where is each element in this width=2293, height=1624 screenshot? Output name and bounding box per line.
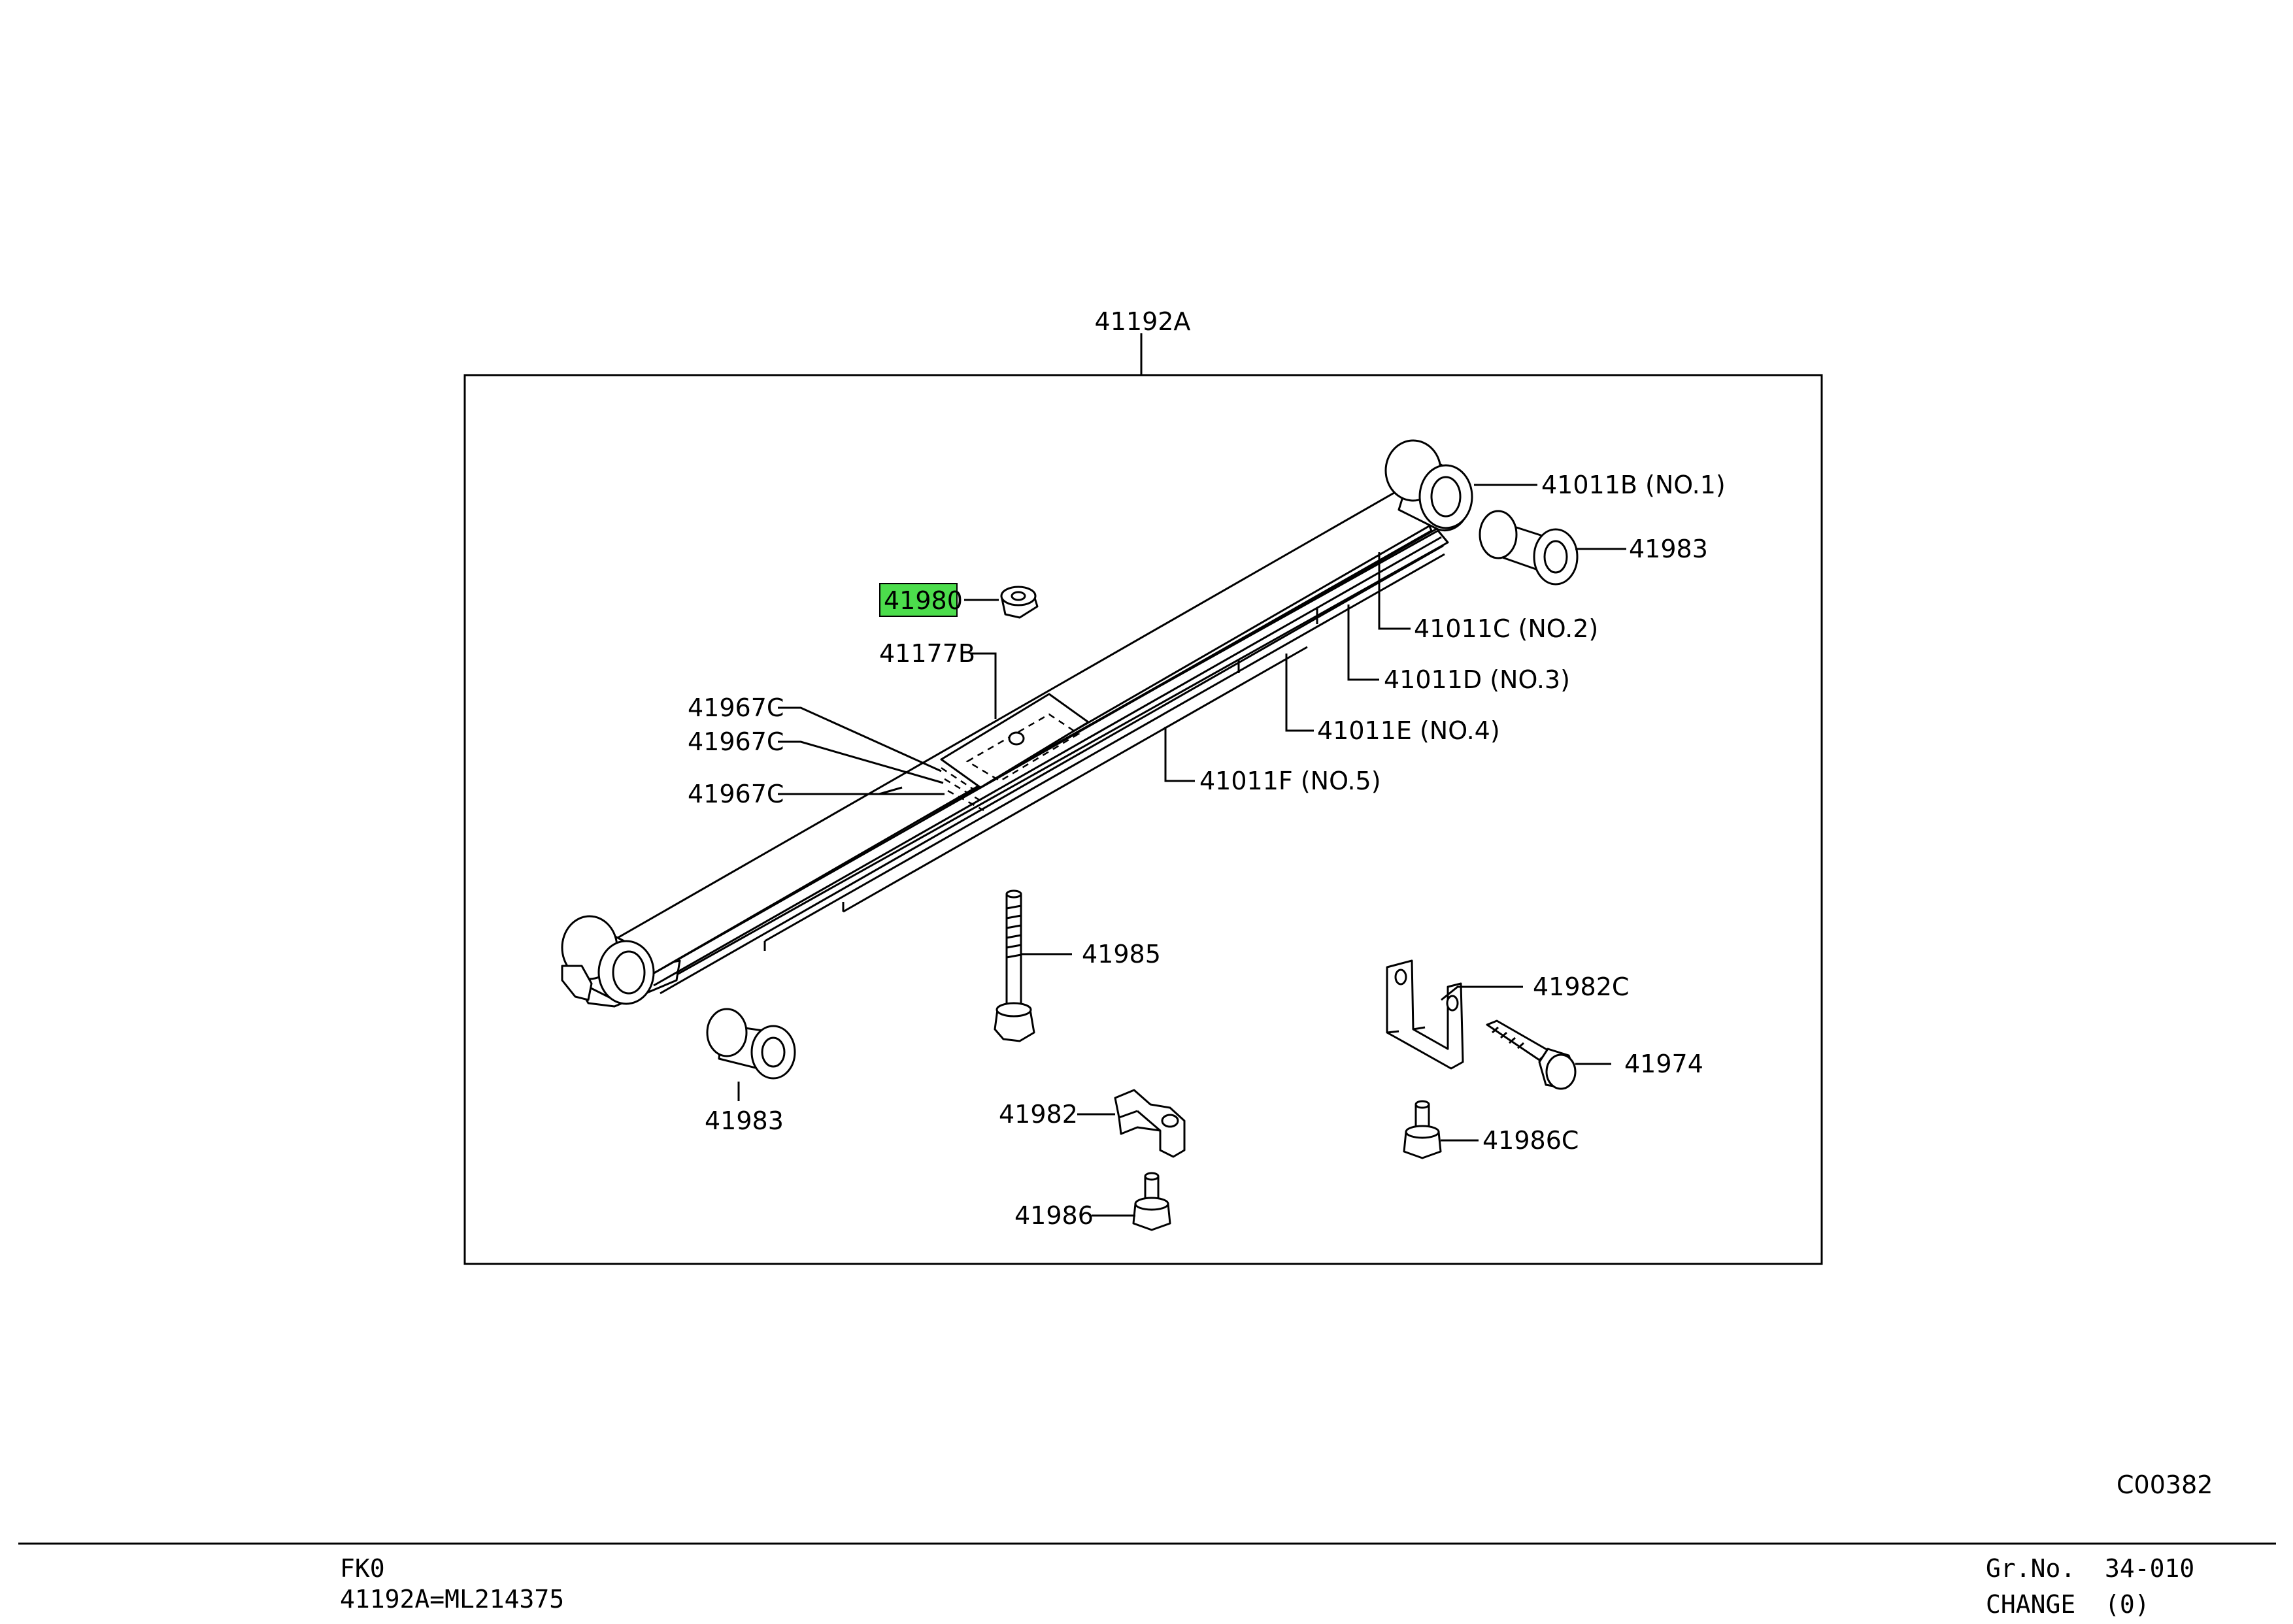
label-41982[interactable]: 41982 <box>999 1100 1078 1129</box>
footer-group-label: Gr.No. <box>1986 1554 2076 1583</box>
label-41967c-1[interactable]: 41967C <box>688 693 784 722</box>
footer-model: FK0 <box>340 1554 385 1583</box>
assembly-label[interactable]: 41192A <box>1095 307 1191 336</box>
label-41974[interactable]: 41974 <box>1624 1050 1703 1078</box>
label-41983-top[interactable]: 41983 <box>1629 535 1708 563</box>
footer-change-value: (0) <box>2105 1590 2150 1619</box>
label-41985[interactable]: 41985 <box>1082 940 1161 969</box>
footer-group-value: 34-010 <box>2105 1554 2195 1583</box>
nut-41980[interactable] <box>1000 586 1039 619</box>
highlight-41980[interactable] <box>879 583 958 617</box>
clip-41982c[interactable] <box>1386 959 1464 1070</box>
spring-eye-rear[interactable] <box>561 915 655 1005</box>
center-pad[interactable] <box>940 693 1090 812</box>
label-41967c-3[interactable]: 41967C <box>688 780 784 808</box>
label-41982c[interactable]: 41982C <box>1533 972 1629 1001</box>
label-41980[interactable]: 41980 <box>884 586 963 615</box>
bolt-41986[interactable] <box>1132 1172 1171 1231</box>
spring-eye-front[interactable] <box>1384 439 1473 532</box>
leaf-lower-mark <box>879 786 903 795</box>
label-41011e[interactable]: 41011E (NO.4) <box>1317 716 1500 745</box>
leaf-stack-line-1 <box>646 527 1439 978</box>
leaf-spring-assembly <box>561 439 1473 1008</box>
label-41011f[interactable]: 41011F (NO.5) <box>1199 767 1381 795</box>
leaf-stack-line-5 <box>843 646 1308 913</box>
label-41986c[interactable]: 41986C <box>1482 1126 1579 1155</box>
label-41177b[interactable]: 41177B <box>879 639 975 668</box>
bolt-41985[interactable] <box>994 889 1035 1042</box>
label-41967c-2[interactable]: 41967C <box>688 727 784 756</box>
bolt-41986c[interactable] <box>1403 1100 1442 1159</box>
bushing-41983-top[interactable] <box>1479 510 1579 586</box>
label-41983-bottom[interactable]: 41983 <box>705 1106 784 1135</box>
label-41011c[interactable]: 41011C (NO.2) <box>1414 614 1598 643</box>
bushing-41983-bottom[interactable] <box>706 1008 796 1080</box>
leaf-stack-line-2 <box>653 536 1442 987</box>
illustration-code: C00382 <box>2117 1470 2213 1499</box>
leaf-stack-line-3 <box>660 544 1444 995</box>
label-41011b[interactable]: 41011B (NO.1) <box>1541 471 1726 499</box>
assembly-frame <box>463 374 1823 1265</box>
clip-41982[interactable] <box>1114 1089 1186 1158</box>
part-labels: 41011B (NO.1) 41983 41980 41011C (NO.2) … <box>688 471 1726 1230</box>
footer-assembly-note: 41192A=ML214375 <box>340 1585 565 1614</box>
bolt-41974[interactable] <box>1486 1019 1577 1090</box>
label-41011d[interactable]: 41011D (NO.3) <box>1384 665 1570 694</box>
label-41986[interactable]: 41986 <box>1014 1201 1094 1230</box>
footer-change-label: CHANGE <box>1986 1590 2076 1619</box>
leaf-stack-line-4 <box>764 553 1445 942</box>
leader-lines <box>737 484 1626 1217</box>
